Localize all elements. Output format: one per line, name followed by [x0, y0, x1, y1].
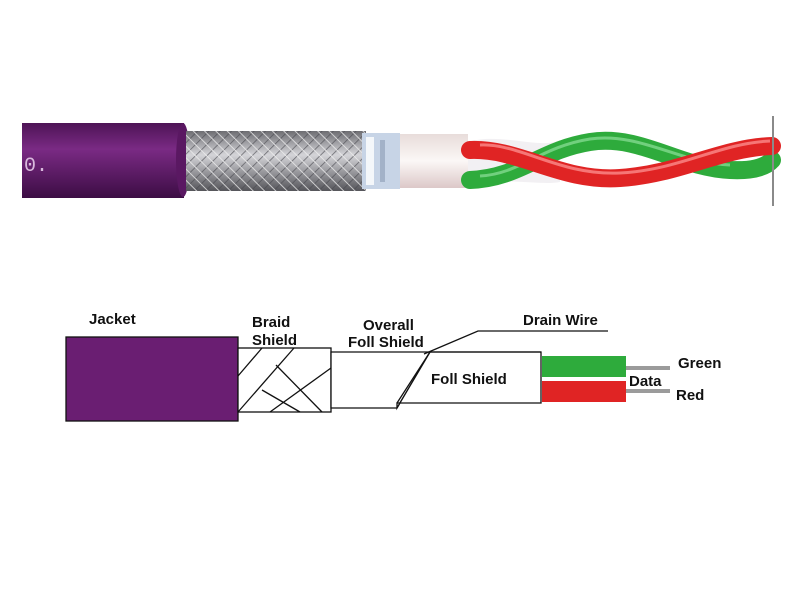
diagram-red-wire [542, 381, 626, 402]
diagram-drain-wire [423, 330, 608, 355]
photo-red-wire [461, 137, 781, 188]
label-drain-wire: Drain Wire [523, 312, 598, 329]
cable-diagram [65, 330, 670, 422]
label-foil-shield: Foll Shield [431, 371, 507, 388]
photo-jacket [22, 123, 184, 198]
photo-red-wire-highlight [479, 139, 771, 175]
photo-braid-weave [186, 131, 366, 191]
label-braid-shield-line1: Braid [252, 314, 290, 331]
cable-photo: 0. [22, 116, 781, 206]
label-overall-foil-line2: Foll Shield [348, 334, 424, 351]
label-red: Red [676, 387, 704, 404]
label-jacket: Jacket [89, 311, 136, 328]
diagram-braid-lines [237, 347, 332, 413]
label-green: Green [678, 355, 721, 372]
photo-foil-highlight [366, 137, 374, 185]
diagram-jacket [65, 336, 239, 422]
label-braid-shield-line2: Shield [252, 332, 297, 349]
label-overall-foil-line1: Overall [363, 317, 414, 334]
diagram-labels: Jacket Braid Shield Overall Foll Shield … [89, 311, 721, 404]
photo-jacket-print: 0. [24, 155, 48, 178]
diagram-foil-shield-edge [396, 351, 431, 404]
label-data: Data [629, 373, 662, 390]
diagram-green-wire [542, 356, 626, 377]
photo-inner-foil [400, 134, 468, 188]
photo-foil-shade [380, 140, 385, 182]
